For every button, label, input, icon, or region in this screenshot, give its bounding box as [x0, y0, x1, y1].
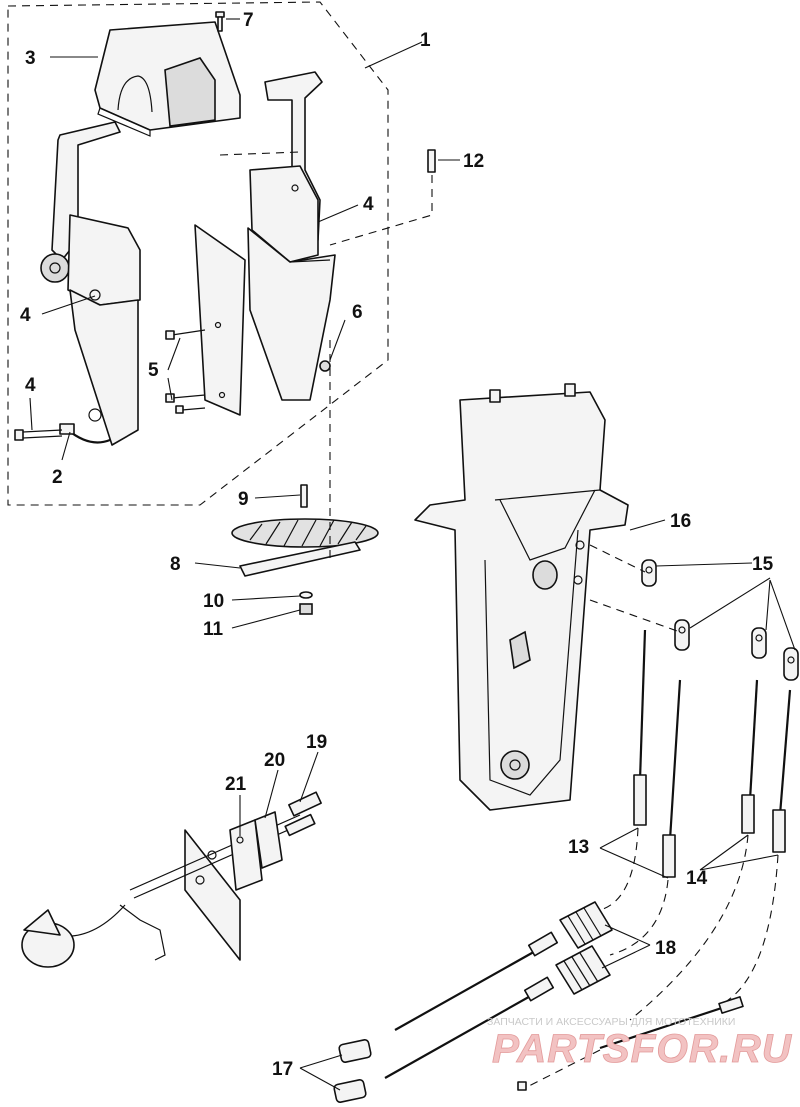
callout-21: 21 [225, 774, 247, 795]
callout-5: 5 [148, 360, 159, 381]
align-line-cover [219, 151, 301, 156]
assembly-boundary [7, 1, 389, 506]
callout-20: 20 [264, 750, 285, 771]
watermark-brand: PARTSFOR.RU [492, 1027, 792, 1071]
callout-17: 17 [272, 1059, 293, 1080]
screw-9 [300, 484, 308, 508]
shift-cable-long [384, 976, 555, 1079]
screw-12 [427, 149, 436, 173]
callout-12: 12 [463, 151, 484, 172]
cable-path-14a [629, 834, 749, 1021]
cover-housing [94, 21, 241, 137]
cable-end-15a [641, 559, 657, 587]
washer-10 [299, 591, 313, 599]
leader-lines [29, 18, 796, 1091]
callout-3: 3 [25, 48, 36, 69]
callout-19: 19 [306, 732, 327, 753]
control-box-16 [414, 383, 629, 811]
watermark-caption: ЗАПЧАСТИ И АКСЕССУАРЫ ДЛЯ МОТОТЕХНИКИ [487, 1016, 735, 1028]
fitting-18a [559, 901, 613, 949]
link-rod-2 [59, 423, 111, 444]
throttle-cable-long [394, 931, 559, 1031]
cable-path-13a [599, 827, 639, 911]
callout-4-right-lever: 4 [363, 194, 374, 215]
cable-path-14b [719, 854, 779, 1006]
align-line-15 [589, 544, 681, 633]
callout-6: 6 [352, 302, 363, 323]
cable-13a [633, 629, 647, 826]
callout-4-bolt: 4 [25, 375, 36, 396]
callout-1: 1 [420, 30, 431, 51]
cable-end-15c [751, 627, 767, 659]
nut-6 [319, 360, 331, 372]
throttle-bracket-assembly [21, 791, 322, 968]
cable-end-small [517, 1081, 527, 1091]
callout-16: 16 [670, 511, 691, 532]
callout-9: 9 [238, 489, 249, 510]
callout-8: 8 [170, 554, 181, 575]
screws-5 [165, 329, 206, 414]
screw-7 [215, 11, 225, 32]
right-control-lever [247, 71, 336, 401]
pin-17b [333, 1079, 367, 1103]
cable-path-13b [609, 879, 669, 956]
callout-11: 11 [203, 619, 224, 640]
callout-10: 10 [203, 591, 224, 612]
callout-15: 15 [752, 554, 774, 575]
bolt-4 [14, 429, 63, 441]
cable-13b [662, 679, 682, 878]
callout-7: 7 [243, 10, 254, 31]
cable-path-short [524, 1049, 601, 1089]
cable-end-15d [783, 647, 799, 681]
cable-14a [741, 679, 759, 834]
gasket [231, 518, 379, 548]
pin-17a [338, 1039, 372, 1063]
left-control-lever [40, 121, 141, 446]
cable-end-15b [674, 619, 690, 651]
cable-short-14 [599, 996, 744, 1050]
callout-4-left-lever: 4 [20, 305, 31, 326]
callout-18: 18 [655, 938, 676, 959]
callout-2: 2 [52, 467, 63, 488]
nut-11 [299, 603, 313, 615]
fitting-18b [555, 945, 611, 995]
callout-13: 13 [568, 837, 589, 858]
callout-14: 14 [686, 868, 708, 889]
cable-14b [772, 689, 792, 853]
mounting-plate [194, 224, 246, 416]
